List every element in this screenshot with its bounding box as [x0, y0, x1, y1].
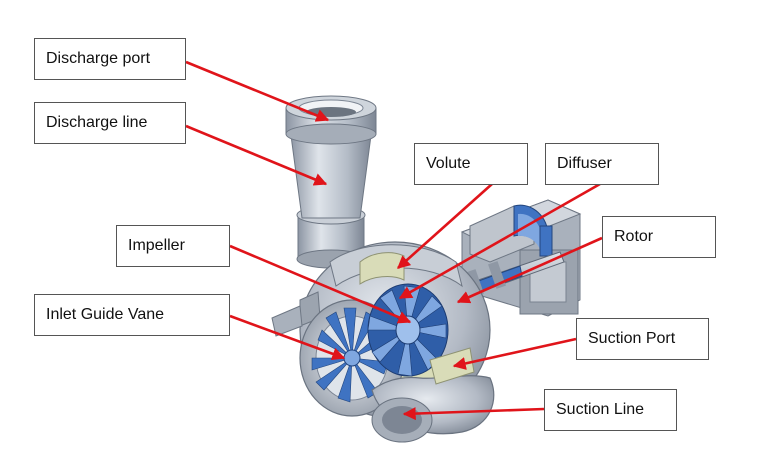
discharge-pipe: [285, 95, 377, 269]
label-discharge-port: Discharge port: [34, 38, 186, 80]
label-volute: Volute: [414, 143, 528, 185]
arrow-discharge-line: [185, 124, 328, 186]
compressor-illustration: [271, 95, 582, 443]
label-inlet-guide-vane: Inlet Guide Vane: [34, 294, 230, 336]
label-discharge-line: Discharge line: [34, 102, 186, 144]
label-rotor: Rotor: [602, 216, 716, 258]
pointer-arrows: [185, 60, 603, 421]
arrow-rotor: [456, 236, 603, 304]
arrow-inlet-guide-vane: [229, 314, 346, 361]
arrow-volute: [397, 183, 493, 269]
label-diffuser: Diffuser: [545, 143, 659, 185]
arrow-diffuser: [398, 182, 601, 300]
impeller: [367, 283, 449, 377]
arrow-discharge-port: [185, 60, 330, 122]
arrow-impeller: [229, 244, 412, 324]
label-suction-line: Suction Line: [544, 389, 677, 431]
label-impeller: Impeller: [116, 225, 230, 267]
label-suction-port: Suction Port: [576, 318, 709, 360]
arrow-suction-line: [402, 407, 545, 421]
arrow-suction-port: [452, 337, 577, 370]
suction-line-pipe: [371, 347, 495, 443]
